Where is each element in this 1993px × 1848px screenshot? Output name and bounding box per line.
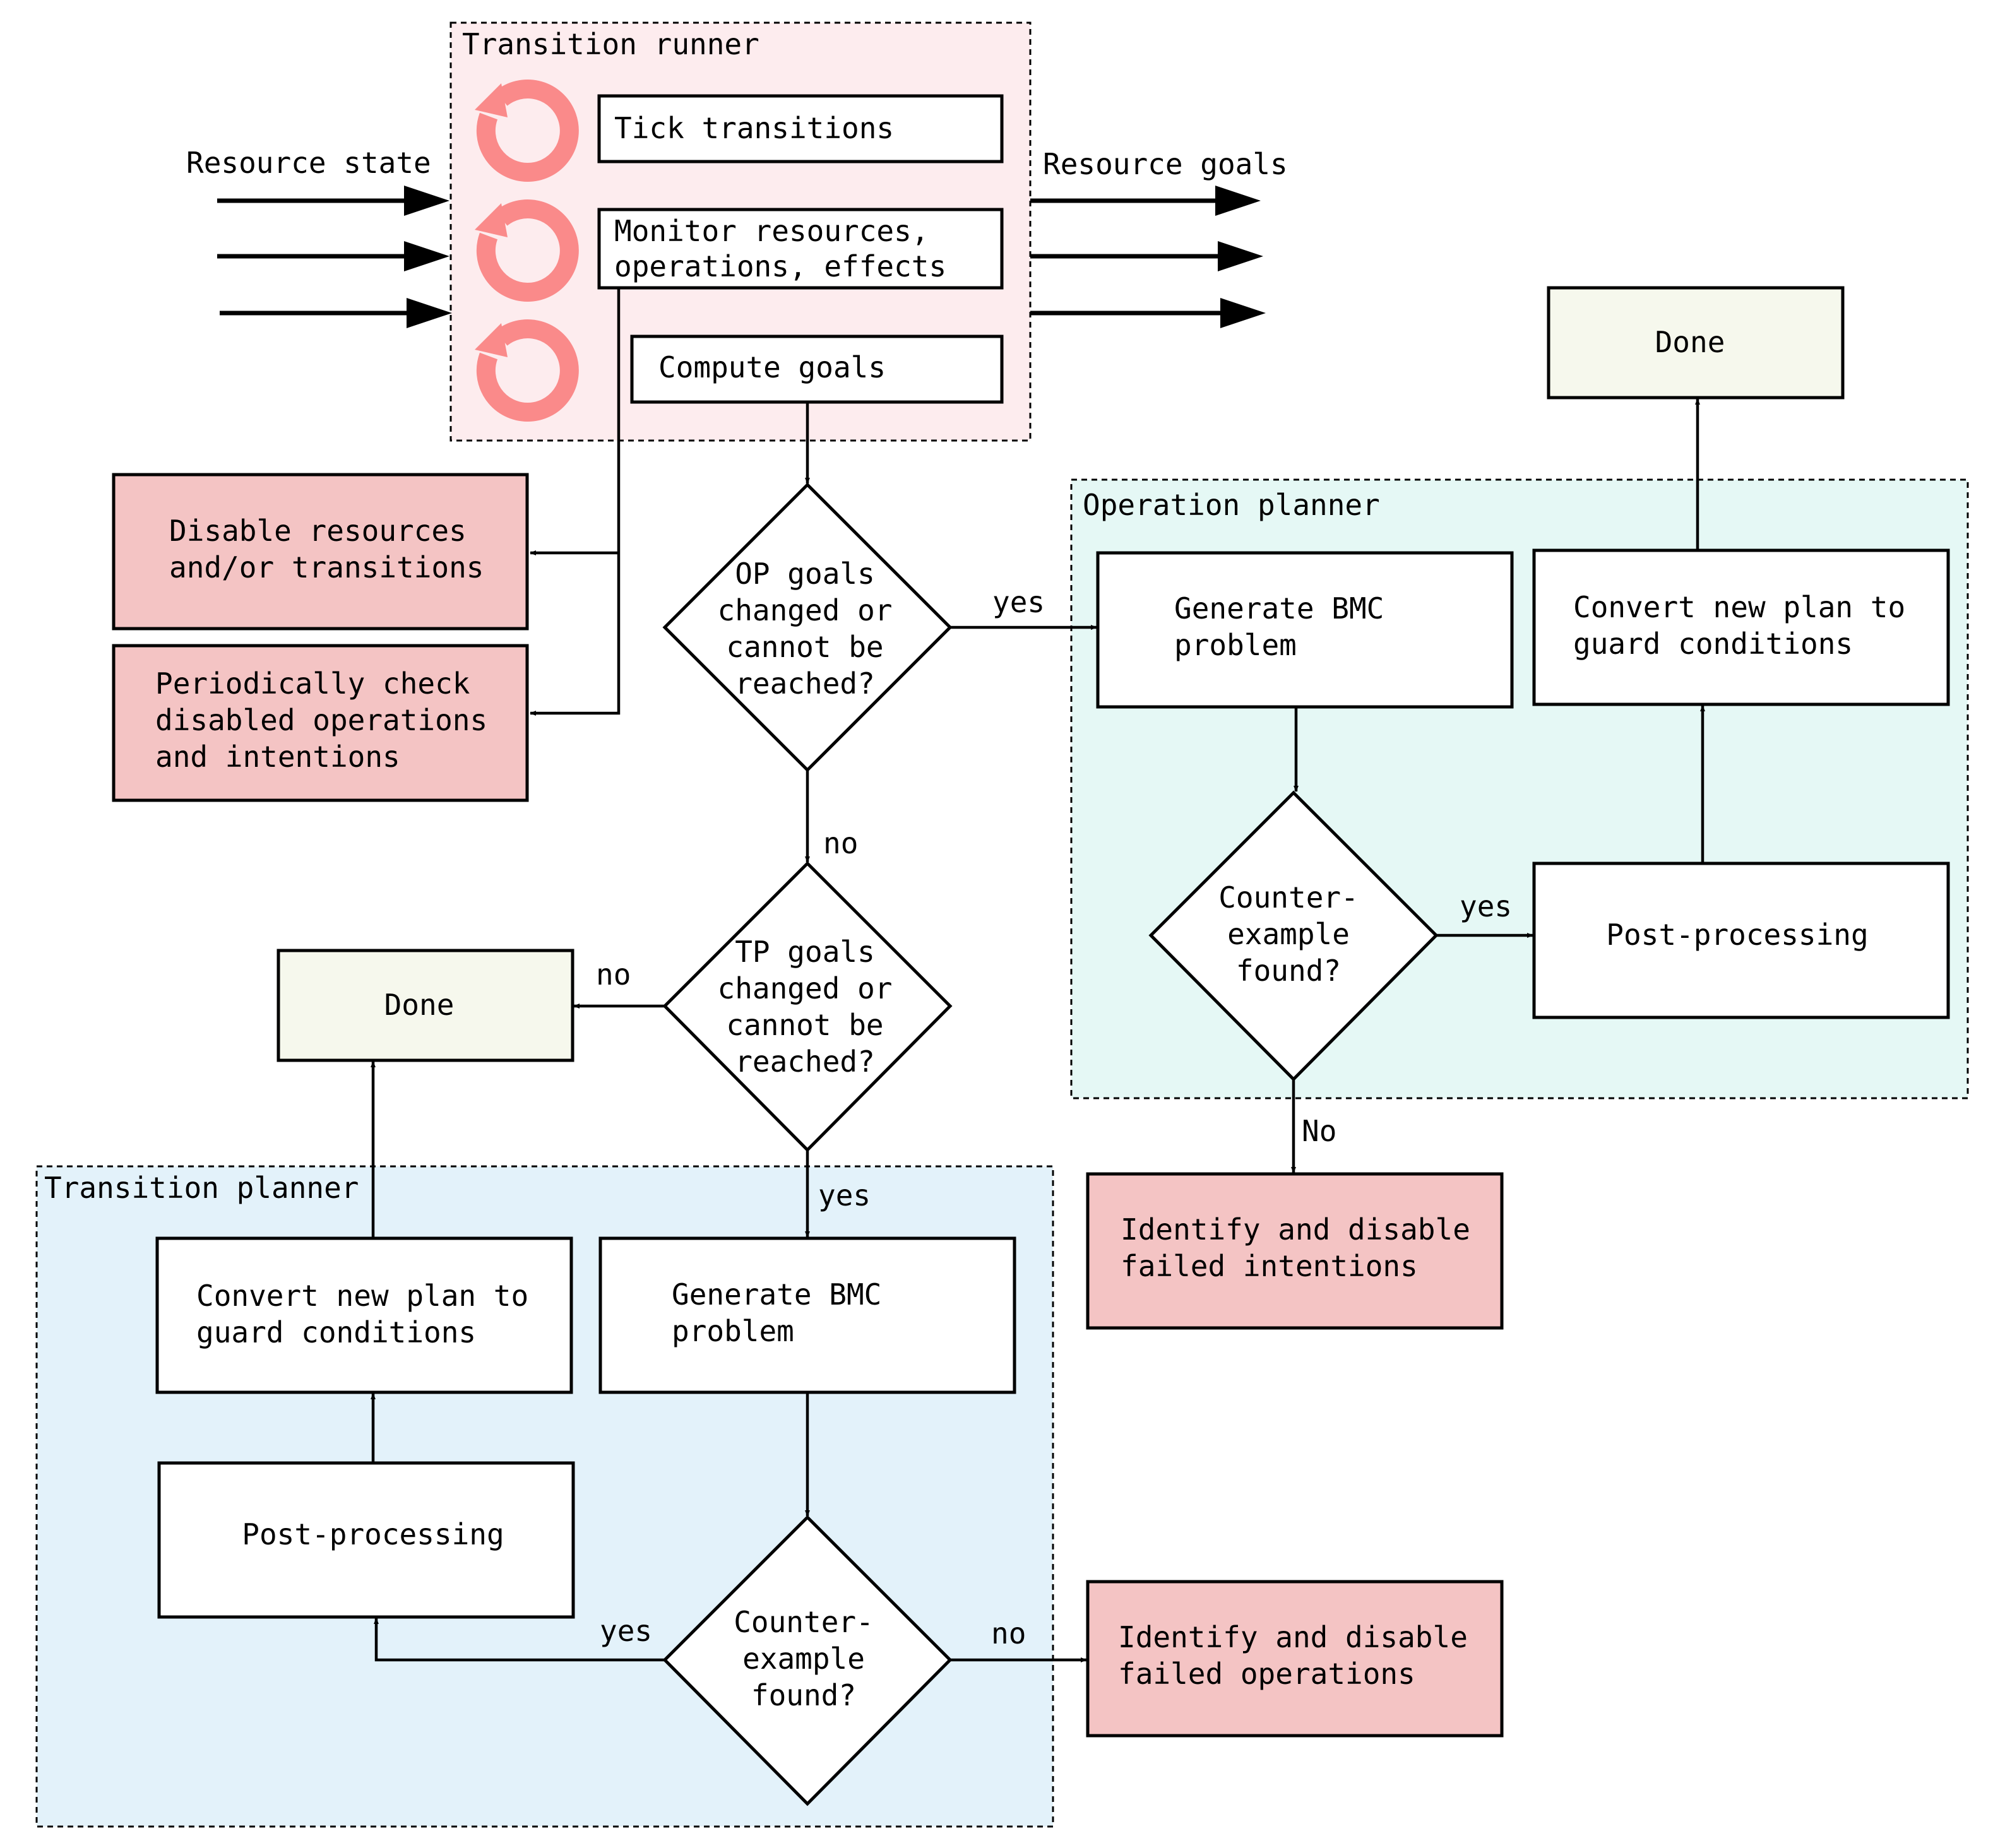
edge-label-op-no: no	[823, 826, 858, 860]
op-post-processing-label: Post-processing	[1606, 918, 1868, 952]
tp-counter-line: Counter-	[734, 1605, 874, 1639]
op-generate-bmc-box: Generate BMC problem	[1096, 551, 1514, 709]
op-post-processing-box: Post-processing	[1532, 862, 1950, 1019]
resource-goals-label: Resource goals	[1043, 147, 1288, 181]
tp-failed-operations-box: Identify and disable failed operations	[1086, 1580, 1504, 1738]
tick-transitions-box: Tick transitions	[597, 94, 1004, 163]
tp-post-processing-box: Post-processing	[157, 1461, 575, 1619]
resource-state-inputs: Resource state	[186, 146, 452, 328]
op-counter-line: example	[1227, 917, 1350, 951]
edge-monitor-to-periodic	[530, 288, 621, 716]
tp-goals-line: changed or	[718, 971, 893, 1005]
op-goals-line: reached?	[735, 666, 875, 701]
periodic-label-line: disabled operations	[155, 703, 487, 737]
op-convert-line: Convert new plan to	[1573, 590, 1905, 624]
edge-label-op-counter-no: No	[1302, 1114, 1336, 1148]
op-generate-line: Generate BMC	[1174, 591, 1384, 625]
resource-goals-outputs: Resource goals	[1030, 147, 1288, 328]
output-arrowhead-2	[1218, 241, 1263, 271]
op-done-label: Done	[1655, 325, 1725, 359]
edge-label-tp-counter-no: no	[991, 1616, 1026, 1650]
periodic-label-line: and intentions	[155, 740, 400, 774]
edge-label-tp-yes: yes	[818, 1178, 871, 1212]
tp-goals-line: TP goals	[735, 935, 875, 969]
edge-label-op-yes: yes	[992, 585, 1045, 619]
cycle-icon	[475, 319, 579, 422]
tp-goals-line: cannot be	[726, 1008, 883, 1042]
transition-planner-title: Transition planner	[44, 1171, 359, 1205]
tp-generate-bmc-box: Generate BMC problem	[598, 1236, 1016, 1394]
input-arrowhead-2	[404, 241, 449, 271]
cycle-icon	[475, 199, 579, 302]
tp-counter-line: found?	[751, 1678, 856, 1712]
tp-generate-line: problem	[672, 1314, 794, 1348]
periodic-label-line: Periodically check	[155, 666, 470, 701]
op-goals-decision: OP goals changed or cannot be reached?	[662, 482, 953, 773]
monitor-resources-box: Monitor resources, operations, effects	[597, 208, 1004, 290]
tp-convert-plan-box: Convert new plan to guard conditions	[155, 1236, 573, 1394]
tp-post-processing-label: Post-processing	[242, 1517, 504, 1551]
edge-tp-counter-yes	[374, 1618, 665, 1662]
tp-counterexample-decision: Counter- example found?	[662, 1515, 953, 1806]
tp-convert-line: guard conditions	[196, 1315, 476, 1349]
monitor-label-line: operations, effects	[614, 249, 946, 283]
transition-runner-title: Transition runner	[462, 27, 759, 61]
tp-done-label: Done	[384, 988, 455, 1022]
tick-transitions-label: Tick transitions	[614, 111, 894, 145]
periodic-check-box: Periodically check disabled operations a…	[112, 644, 529, 802]
edge-labels: yes no no yes yes No yes no	[596, 585, 1512, 1650]
cycle-icons	[475, 80, 579, 422]
op-generate-line: problem	[1174, 628, 1297, 662]
op-goals-line: OP goals	[735, 557, 875, 591]
compute-goals-box: Compute goals	[630, 335, 1004, 404]
monitor-label-line: Monitor resources,	[614, 214, 929, 248]
cycle-icon	[475, 80, 579, 182]
op-failed-line: failed intentions	[1121, 1249, 1418, 1283]
compute-goals-label: Compute goals	[658, 350, 886, 384]
monitor-connectors	[530, 288, 621, 716]
output-arrowhead-1	[1215, 186, 1261, 216]
edge-label-op-counter-yes: yes	[1460, 889, 1512, 923]
op-convert-line: guard conditions	[1573, 627, 1853, 661]
tp-generate-line: Generate BMC	[672, 1277, 881, 1312]
op-failed-line: Identify and disable	[1121, 1212, 1470, 1247]
op-done-box: Done	[1547, 286, 1845, 400]
op-goals-line: cannot be	[726, 630, 883, 664]
tp-failed-line: Identify and disable	[1118, 1620, 1468, 1654]
disable-resources-box: Disable resources and/or transitions	[112, 473, 529, 631]
op-counter-line: found?	[1236, 954, 1341, 988]
disable-label-line: and/or transitions	[169, 550, 484, 584]
op-counter-line: Counter-	[1218, 880, 1359, 915]
input-arrowhead-3	[407, 298, 452, 328]
tp-done-box: Done	[277, 949, 574, 1062]
tp-failed-line: failed operations	[1118, 1657, 1415, 1691]
op-convert-plan-box: Convert new plan to guard conditions	[1532, 548, 1950, 706]
output-arrowhead-3	[1220, 298, 1266, 328]
tp-goals-line: reached?	[735, 1045, 875, 1079]
edge-label-tp-counter-yes: yes	[600, 1614, 652, 1648]
edge-label-tp-no: no	[596, 957, 631, 992]
operation-planner-title: Operation planner	[1083, 488, 1380, 522]
tp-goals-decision: TP goals changed or cannot be reached?	[662, 861, 953, 1152]
input-arrowhead-1	[404, 186, 449, 216]
tp-convert-line: Convert new plan to	[196, 1279, 528, 1313]
op-failed-intentions-box: Identify and disable failed intentions	[1086, 1172, 1504, 1330]
disable-label-line: Disable resources	[169, 514, 467, 548]
flow-edges	[371, 398, 1705, 1662]
tp-counter-line: example	[742, 1642, 865, 1676]
resource-state-label: Resource state	[186, 146, 431, 180]
op-goals-line: changed or	[718, 593, 893, 627]
